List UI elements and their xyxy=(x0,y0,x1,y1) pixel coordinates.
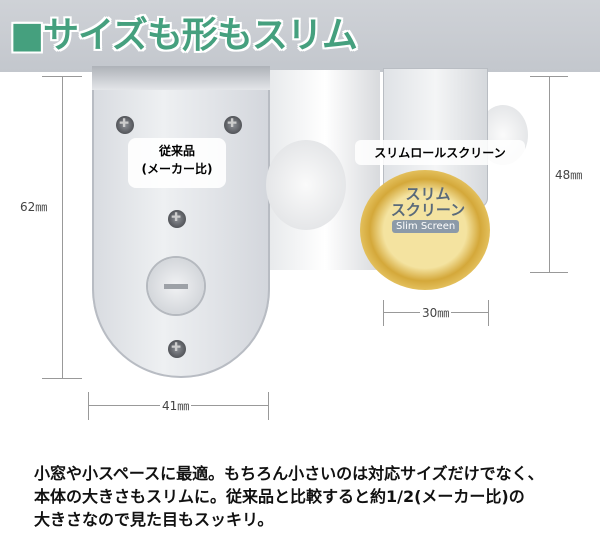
dim-tick xyxy=(268,392,269,420)
old-product-label: 従来品 (メーカー比) xyxy=(128,138,226,188)
knob-slot xyxy=(164,284,188,289)
old-end-cap xyxy=(266,140,346,230)
dim-tick xyxy=(530,76,568,77)
spool-logo: スリム スクリーン xyxy=(378,186,478,218)
description-line: 大きさなので見た目もスッキリ。 xyxy=(34,510,274,529)
dim-old-width: 41㎜ xyxy=(160,397,192,414)
mount-bracket xyxy=(92,66,270,90)
dim-old-height: 62㎜ xyxy=(20,198,48,215)
dim-new-height: 48㎜ xyxy=(555,166,583,183)
dim-tick xyxy=(88,392,89,420)
logo-line2: スクリーン xyxy=(390,201,466,219)
old-label-line1: 従来品 xyxy=(158,144,195,158)
screw-icon xyxy=(168,210,186,228)
logo-sub: Slim Screen xyxy=(392,220,460,233)
new-product-label: スリムロールスクリーン xyxy=(355,140,525,165)
dim-line-new-height xyxy=(549,76,550,272)
description: 小窓や小スペースに最適。もちろん小さいのは対応サイズだけでなく、 本体の大きさも… xyxy=(34,462,594,531)
logo-line1: スリム xyxy=(405,185,451,203)
page-title: ■サイズも形もスリム xyxy=(10,15,358,56)
dim-tick xyxy=(42,378,82,379)
dim-line-old-height xyxy=(62,76,63,378)
dim-tick xyxy=(383,300,384,326)
dim-tick xyxy=(530,272,568,273)
header-band xyxy=(0,0,600,72)
dim-tick xyxy=(42,76,82,77)
description-line: 小窓や小スペースに最適。もちろん小さいのは対応サイズだけでなく、 xyxy=(34,464,544,483)
dim-tick xyxy=(488,300,489,326)
screw-icon xyxy=(116,116,134,134)
old-label-line2: (メーカー比) xyxy=(141,162,213,176)
description-line: 本体の大きさもスリムに。従来品と比較すると約1/2(メーカー比)の xyxy=(34,487,525,506)
screw-icon xyxy=(168,340,186,358)
screw-icon xyxy=(224,116,242,134)
dim-new-width: 30㎜ xyxy=(420,304,452,321)
